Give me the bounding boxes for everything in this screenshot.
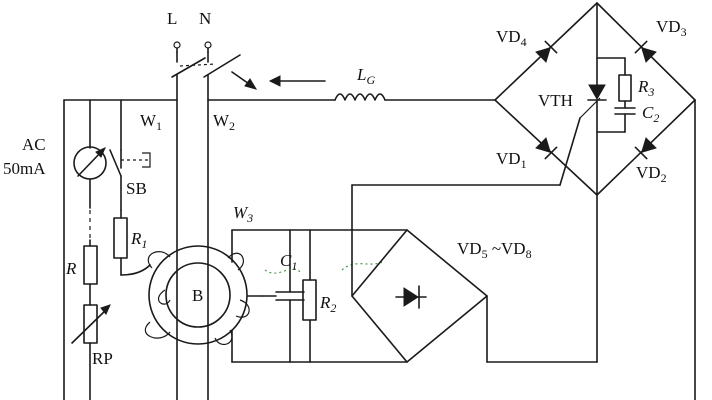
- label-sb: SB: [126, 179, 147, 198]
- label-c1: C1: [280, 251, 297, 273]
- inductor-lg: [334, 93, 386, 101]
- diode-vd3: [634, 40, 657, 63]
- label-c2: C2: [642, 103, 659, 125]
- label-b: B: [192, 286, 203, 305]
- diode-vd4: [535, 40, 558, 63]
- resistor-r: [83, 245, 98, 285]
- bridge-vd1-vd4: [494, 2, 696, 196]
- label-50ma: 50mA: [3, 159, 46, 178]
- resistor-r2: [302, 279, 317, 321]
- secondary-circuit: [231, 229, 408, 363]
- diode-vd1: [535, 137, 558, 160]
- label-vth: VTH: [538, 91, 573, 110]
- current-transformer-b: [144, 245, 263, 346]
- bridge-vd5-vd8: [351, 184, 598, 363]
- trip-coil-line: [207, 93, 496, 101]
- label-w1: W1: [140, 111, 162, 133]
- annotation-marks: [264, 261, 383, 274]
- diode-vd2: [634, 137, 657, 160]
- label-lg: LG: [356, 65, 375, 87]
- label-w3: W3: [233, 203, 253, 225]
- thyristor-vth: [579, 84, 607, 119]
- label-rp: RP: [92, 349, 113, 368]
- capacitor-c2: [614, 107, 636, 115]
- label-r3: R3: [637, 77, 654, 99]
- label-w2: W2: [213, 111, 235, 133]
- diode-icon: [395, 285, 427, 309]
- label-vd2: VD2: [636, 163, 667, 185]
- label-ac: AC: [22, 135, 46, 154]
- test-button-sb: [109, 149, 151, 211]
- label-r1: R1: [130, 229, 147, 251]
- ammeter: [73, 146, 107, 180]
- label-vd1: VD1: [496, 149, 527, 171]
- potentiometer-rp: [71, 304, 111, 344]
- label-vd3: VD3: [656, 17, 687, 39]
- phase-conductors: [171, 41, 241, 400]
- resistor-r1: [113, 217, 128, 259]
- feedback-wiring: [351, 99, 696, 400]
- label-vd4: VD4: [496, 27, 527, 49]
- label-vd5-vd8: VD5 ~VD8: [457, 239, 532, 261]
- labels: L N LG W1 W2 W3 AC 50mA SB R1 R RP B C1 …: [3, 9, 687, 368]
- trip-arrows: [231, 71, 326, 90]
- test-circuit: [63, 99, 178, 400]
- label-l: L: [167, 9, 177, 28]
- label-n: N: [199, 9, 211, 28]
- label-r: R: [65, 259, 77, 278]
- label-r2: R2: [319, 293, 336, 315]
- resistor-r3: [618, 74, 632, 102]
- capacitor-c1: [261, 229, 305, 363]
